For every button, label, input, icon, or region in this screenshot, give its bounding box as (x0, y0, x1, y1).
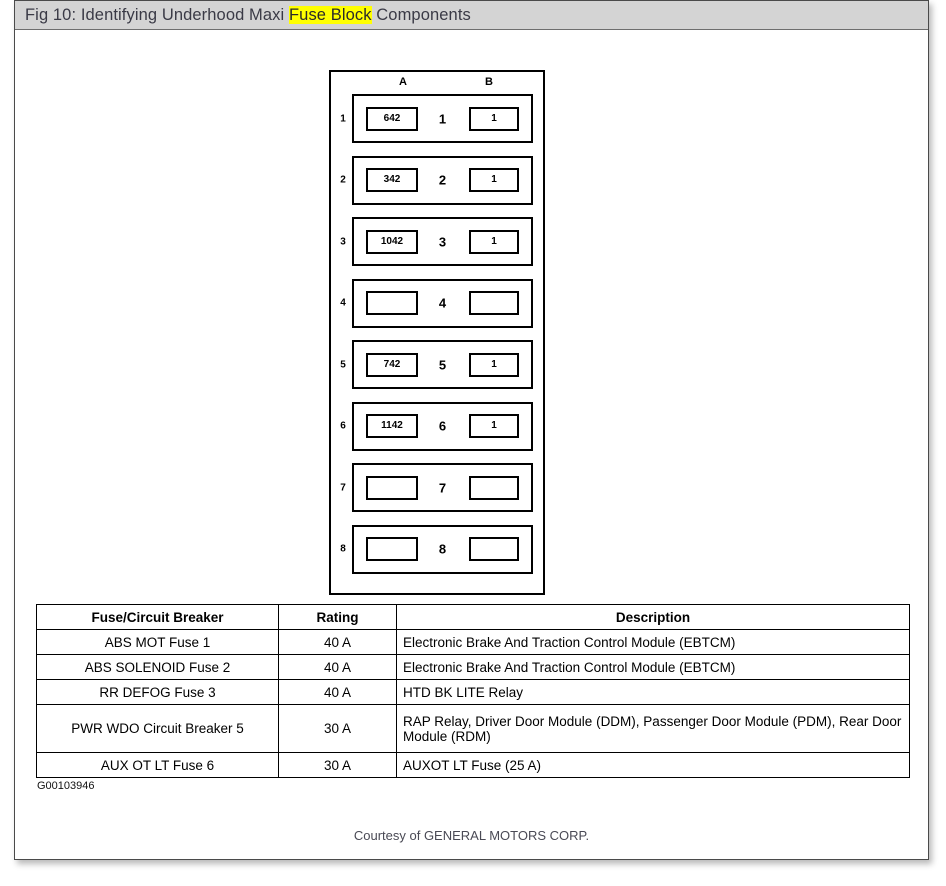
cell-rating: 40 A (278, 629, 397, 655)
fuse-slot-a[interactable] (366, 537, 418, 561)
fuse-slot-b[interactable]: 1 (469, 106, 519, 131)
fuse-row-body: 4 (352, 278, 533, 328)
fuse-slot-a-value: 642 (383, 112, 401, 124)
fuse-circuit-breaker-table: Fuse/Circuit Breaker Rating Description … (36, 604, 910, 778)
fuse-slot-a[interactable]: 342 (366, 168, 418, 192)
column-header-rating: Rating (278, 604, 397, 630)
cell-description: Electronic Brake And Traction Control Mo… (396, 629, 910, 655)
fuse-slot-b[interactable] (469, 291, 519, 315)
column-header-description: Description (396, 604, 910, 630)
cell-fuse: ABS MOT Fuse 1 (36, 629, 279, 655)
column-header-fuse: Fuse/Circuit Breaker (36, 604, 279, 630)
fuse-slot-b[interactable]: 1 (469, 352, 519, 377)
diagram-column-headers: A B (331, 76, 543, 94)
fuse-slot-a[interactable]: 642 (366, 106, 418, 131)
fuse-slot-b-value: 1 (491, 358, 497, 370)
fuse-row-index: 2 (340, 174, 346, 186)
cell-rating: 40 A (278, 654, 397, 680)
cell-rating: 40 A (278, 679, 397, 705)
table-header: Fuse/Circuit Breaker Rating Description (36, 604, 910, 630)
fuse-slot-b-value: 1 (491, 235, 497, 247)
fuse-slot-b[interactable]: 1 (469, 168, 519, 192)
cell-fuse: RR DEFOG Fuse 3 (36, 679, 279, 705)
cell-description: AUXOT LT Fuse (25 A) (396, 752, 910, 778)
fuse-row-body: 7 (352, 463, 533, 512)
fuse-slot-a-value: 342 (383, 174, 401, 185)
document-page: Fig 10: Identifying Underhood Maxi Fuse … (14, 0, 929, 860)
cell-fuse: AUX OT LT Fuse 6 (36, 752, 279, 778)
fuse-row-index: 4 (340, 297, 346, 309)
figure-title-bar: Fig 10: Identifying Underhood Maxi Fuse … (15, 1, 928, 30)
title-suffix: Components (371, 5, 471, 24)
cell-rating: 30 A (278, 704, 397, 753)
fuse-slot-b[interactable] (469, 537, 519, 561)
fuse-slot-a-value: 742 (383, 358, 401, 370)
fuse-slot-b-value: 1 (491, 420, 497, 431)
fuse-slot-a[interactable]: 742 (366, 352, 418, 377)
fuse-slot-a-value: 1142 (381, 420, 403, 431)
fuse-slot-a[interactable]: 1142 (366, 414, 418, 438)
fuse-row-index: 1 (340, 113, 346, 124)
column-header-b: B (485, 76, 493, 88)
cell-description: Electronic Brake And Traction Control Mo… (396, 654, 910, 680)
fuse-slot-a[interactable] (366, 475, 418, 500)
fuse-slot-b[interactable] (469, 475, 519, 500)
fuse-row-index: 5 (340, 359, 346, 370)
fuse-row-index: 6 (340, 420, 346, 432)
fuse-slot-a[interactable]: 1042 (366, 229, 418, 254)
table-header-row: Fuse/Circuit Breaker Rating Description (36, 604, 910, 630)
cell-fuse: PWR WDO Circuit Breaker 5 (36, 704, 279, 753)
courtesy-line: Courtesy of GENERAL MOTORS CORP. (353, 828, 590, 843)
title-prefix: Fig 10: Identifying Underhood Maxi (25, 5, 289, 24)
cell-fuse: ABS SOLENOID Fuse 2 (36, 654, 279, 680)
fuse-slot-b-value: 1 (491, 112, 497, 124)
cell-description: RAP Relay, Driver Door Module (DDM), Pas… (396, 704, 910, 753)
fuse-row-index: 8 (340, 543, 346, 555)
figure-id-label: G00103946 (37, 780, 95, 792)
fuse-slot-a[interactable] (366, 291, 418, 315)
cell-description: HTD BK LITE Relay (396, 679, 910, 705)
fuse-slot-b[interactable]: 1 (469, 414, 519, 438)
title-highlight: Fuse Block (288, 5, 372, 24)
page-title: Fig 10: Identifying Underhood Maxi Fuse … (25, 5, 471, 25)
fuse-row-body: 8 (352, 524, 533, 574)
fuse-slot-b[interactable]: 1 (469, 229, 519, 254)
fuse-slot-b-value: 1 (491, 174, 497, 185)
column-header-a: A (399, 76, 407, 88)
fuse-row-index: 7 (340, 482, 346, 493)
fuse-slot-a-value: 1042 (380, 235, 404, 247)
fuse-row-index: 3 (340, 236, 346, 247)
cell-rating: 30 A (278, 752, 397, 778)
